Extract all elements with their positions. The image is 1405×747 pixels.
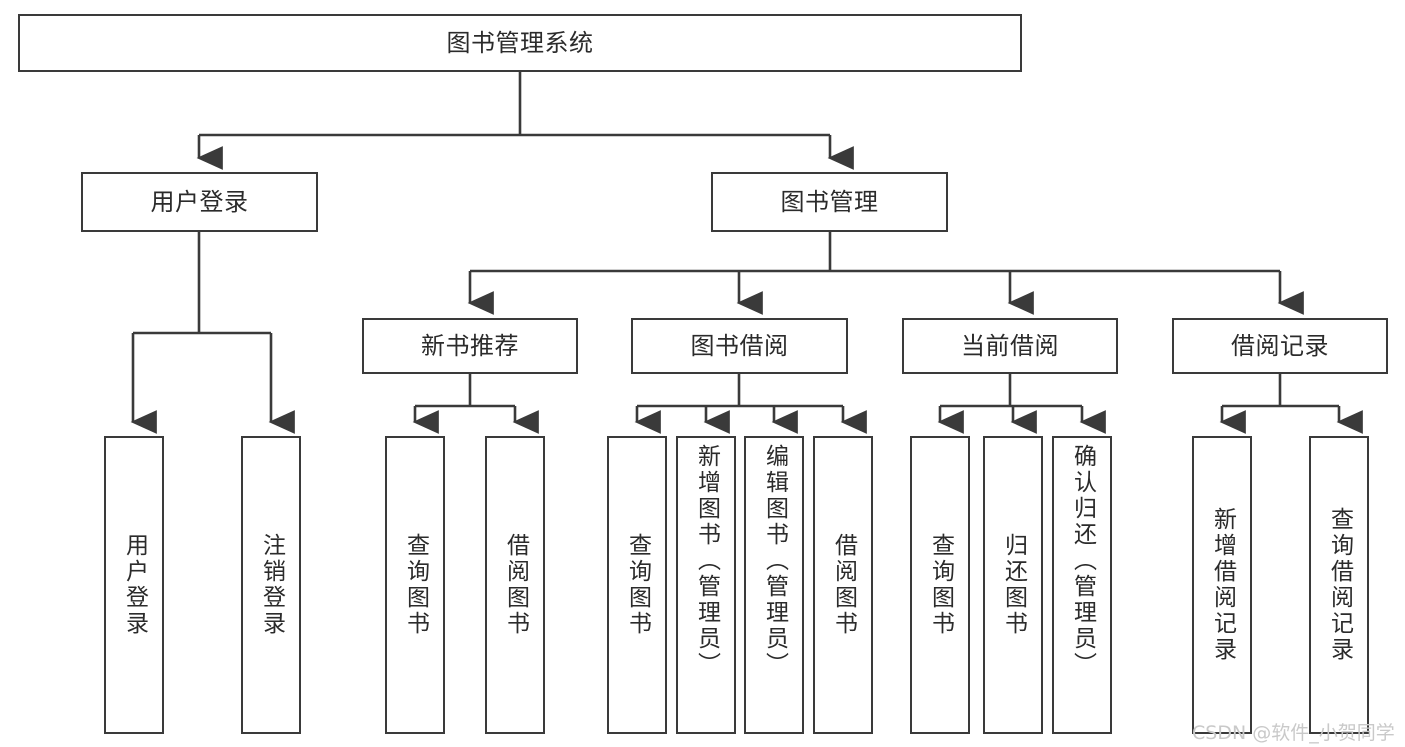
node-leaf-user-login-label: 用户登录 [121,533,148,637]
node-leaf-query-record[interactable]: 查询借阅记录 [1309,436,1369,734]
node-leaf-add-book[interactable]: 新增图书（管理员） [676,436,736,734]
node-leaf-add-record-label: 新增借阅记录 [1209,507,1236,663]
node-leaf-add-book-label: 新增图书（管理员） [693,444,720,678]
node-leaf-borrow-book-1[interactable]: 借阅图书 [485,436,545,734]
node-leaf-borrow-book-1-label: 借阅图书 [502,533,529,637]
node-leaf-add-record[interactable]: 新增借阅记录 [1192,436,1252,734]
node-new-book-rec[interactable]: 新书推荐 [362,318,578,374]
node-leaf-query-book-1-label: 查询图书 [402,533,429,637]
node-user-login-label: 用户登录 [150,187,249,216]
node-borrow-record[interactable]: 借阅记录 [1172,318,1388,374]
node-leaf-edit-book[interactable]: 编辑图书（管理员） [744,436,804,734]
node-leaf-query-book-3[interactable]: 查询图书 [910,436,970,734]
node-leaf-return-book[interactable]: 归还图书 [983,436,1043,734]
csdn-watermark: CSDN @软件_小贺同学 [1192,722,1395,744]
node-leaf-query-book-3-label: 查询图书 [927,533,954,637]
node-leaf-query-book-2[interactable]: 查询图书 [607,436,667,734]
node-borrow-record-label: 借阅记录 [1231,331,1329,360]
node-leaf-edit-book-label: 编辑图书（管理员） [761,444,788,678]
node-leaf-borrow-book-2[interactable]: 借阅图书 [813,436,873,734]
node-current-borrow-label: 当前借阅 [961,331,1059,360]
node-leaf-borrow-book-2-label: 借阅图书 [830,533,857,637]
node-root-label: 图书管理系统 [446,28,594,57]
node-leaf-query-book-1[interactable]: 查询图书 [385,436,445,734]
node-leaf-return-book-label: 归还图书 [1000,533,1027,637]
node-user-login[interactable]: 用户登录 [81,172,318,232]
node-leaf-logout[interactable]: 注销登录 [241,436,301,734]
node-book-borrow-label: 图书借阅 [690,331,789,360]
node-leaf-confirm-return[interactable]: 确认归还（管理员） [1052,436,1112,734]
node-leaf-logout-label: 注销登录 [258,533,285,637]
node-book-manage[interactable]: 图书管理 [711,172,948,232]
node-new-book-rec-label: 新书推荐 [421,331,519,360]
node-root[interactable]: 图书管理系统 [18,14,1022,72]
node-leaf-query-book-2-label: 查询图书 [624,533,651,637]
node-leaf-user-login[interactable]: 用户登录 [104,436,164,734]
node-leaf-query-record-label: 查询借阅记录 [1326,507,1353,663]
node-book-borrow[interactable]: 图书借阅 [631,318,848,374]
node-book-manage-label: 图书管理 [780,187,879,216]
node-current-borrow[interactable]: 当前借阅 [902,318,1118,374]
node-leaf-confirm-return-label: 确认归还（管理员） [1069,444,1096,678]
